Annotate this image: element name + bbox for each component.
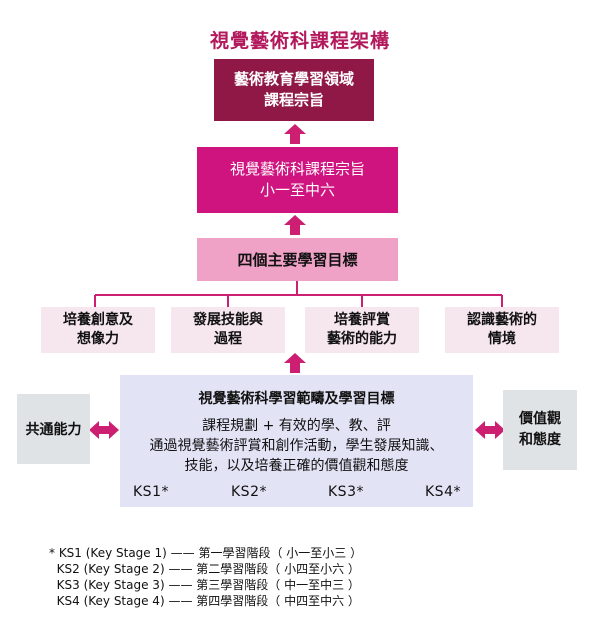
key-stage-label: KS2*: [231, 484, 267, 500]
goal-line1: 培養評賞: [334, 312, 390, 328]
branch-lines: [94, 281, 503, 307]
domain-aim-box: 藝術教育學習領域 課程宗旨: [214, 59, 374, 121]
center-box-line: 通過視覺藝術評賞和創作活動，學生發展知識、: [149, 438, 444, 454]
center-box-line: 課程規劃 + 有效的學、教、評: [202, 418, 391, 434]
goal-box-creativity: 培養創意及 想像力: [41, 307, 155, 353]
goal-line1: 認識藝術的: [467, 312, 537, 328]
key-stage-label: KS4*: [425, 484, 461, 500]
up-arrow-icon: [284, 215, 306, 235]
double-arrow-right-icon: [475, 421, 505, 439]
goal-line2: 藝術的能力: [327, 331, 397, 347]
goal-line1: 發展技能與: [193, 312, 263, 328]
center-box-line: 技能，以及培養正確的價值觀和態度: [184, 458, 409, 474]
goal-line2: 過程: [214, 331, 242, 347]
goal-line2: 情境: [488, 331, 516, 347]
values-box-line2: 和態度: [519, 432, 561, 448]
footnote: KS2 (Key Stage 2) —— 第二學習階段（ 小四至小六 ）: [49, 562, 360, 576]
values-box-line1: 價值觀: [519, 411, 561, 427]
key-stage-label: KS1*: [133, 484, 169, 500]
center-box-heading: 視覺藝術科學習範疇及學習目標: [198, 391, 395, 407]
footnote: KS3 (Key Stage 3) —— 第三學習階段（ 中一至中三 ）: [49, 578, 360, 592]
footnote: KS4 (Key Stage 4) —— 第四學習階段（ 中四至中六 ）: [49, 594, 360, 608]
learning-targets-box: 四個主要學習目標: [197, 238, 398, 281]
goal-box-appreciation: 培養評賞 藝術的能力: [305, 307, 419, 353]
goal-box-context: 認識藝術的 情境: [445, 307, 559, 353]
targets-box-label: 四個主要學習目標: [237, 251, 358, 269]
up-arrow-icon: [284, 124, 306, 144]
goal-line2: 想像力: [77, 331, 119, 347]
goal-line1: 培養創意及: [63, 312, 133, 328]
footnote: * KS1 (Key Stage 1) —— 第一學習階段（ 小一至小三 ）: [49, 546, 363, 560]
diagram-title: 視覺藝術科課程架構: [209, 30, 390, 52]
subject-aim-box: 視覺藝術科課程宗旨 小一至中六: [197, 147, 398, 213]
generic-box-label: 共通能力: [25, 422, 82, 438]
goal-box-skills: 發展技能與 過程: [171, 307, 285, 353]
domain-box-line2: 課程宗旨: [263, 91, 324, 109]
values-attitudes-box: 價值觀 和態度: [503, 390, 577, 470]
generic-skills-box: 共通能力: [17, 394, 90, 464]
aim-box-line2: 小一至中六: [259, 181, 335, 199]
key-stage-label: KS3*: [328, 484, 364, 500]
double-arrow-left-icon: [89, 421, 119, 439]
aim-box-line1: 視覺藝術科課程宗旨: [229, 160, 365, 178]
domain-box-line1: 藝術教育學習領域: [233, 70, 354, 88]
up-arrow-icon: [284, 353, 306, 373]
strands-objectives-box: 視覺藝術科學習範疇及學習目標 課程規劃 + 有效的學、教、評 通過視覺藝術評賞和…: [120, 375, 473, 507]
